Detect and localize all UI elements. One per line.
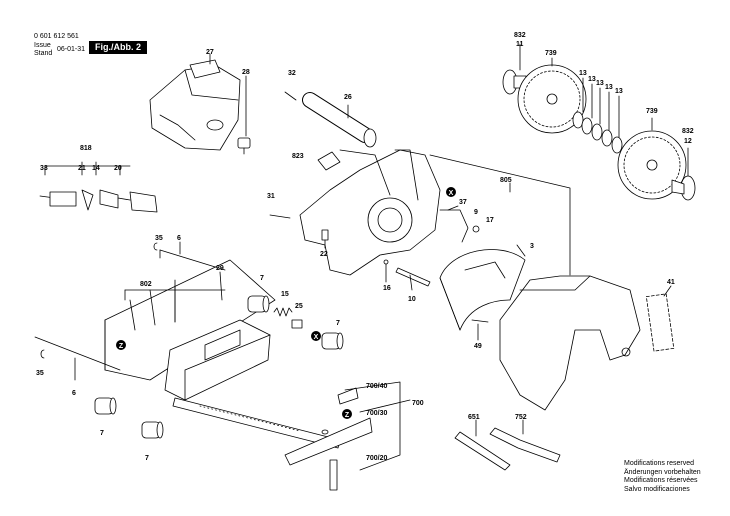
part-7-rollers	[94, 295, 344, 439]
part-12-flange-nut	[671, 175, 696, 201]
callout-739-top: 739	[545, 50, 557, 57]
callout-21: 21	[78, 165, 86, 172]
svg-text:Z: Z	[345, 412, 350, 419]
part-6-rod-upper	[159, 249, 226, 271]
callout-13-a: 13	[579, 70, 587, 77]
callout-7-a: 7	[260, 275, 264, 282]
callout-12: 12	[684, 138, 692, 145]
part-9-lever	[439, 209, 469, 243]
part-3-blade-guard	[439, 249, 526, 331]
part-651-hex-key	[454, 431, 511, 471]
part-26-armature	[302, 92, 377, 148]
part-739-diamond-blade	[517, 64, 587, 134]
callout-700-40: 700/40	[366, 383, 388, 390]
callout-37: 37	[459, 199, 467, 206]
callout-25: 25	[295, 303, 303, 310]
part-6-rod-lower	[34, 336, 121, 371]
part-49-screw	[471, 319, 489, 323]
callout-28: 28	[242, 69, 250, 76]
callout-7-d: 7	[145, 455, 149, 462]
note-en: Modifications reserved	[624, 460, 695, 467]
callout-labels: 27 28 32 26 818 33 21 14 20 823 31 22 83…	[36, 32, 694, 462]
callout-32: 32	[288, 70, 296, 77]
callout-16: 16	[383, 285, 391, 292]
callout-13-e: 13	[615, 88, 623, 95]
part-27-motor-cover	[149, 59, 241, 151]
callout-651: 651	[468, 414, 480, 421]
callout-7-b: 7	[336, 320, 340, 327]
part-739-diamond-blade-lower	[617, 130, 687, 200]
callout-805: 805	[500, 177, 512, 184]
callout-752: 752	[515, 414, 527, 421]
note-fr: Modifications réservées	[624, 477, 698, 484]
part-13-spacer-rings	[572, 111, 623, 154]
modification-notes: Modifications reserved Änderungen vorbeh…	[624, 460, 701, 494]
callout-739-lower: 739	[646, 108, 658, 115]
callout-26: 26	[344, 94, 352, 101]
callout-35-lower: 35	[36, 370, 44, 377]
part-35-clip	[153, 242, 158, 251]
callout-832-top: 832	[514, 32, 526, 39]
callout-15: 15	[281, 291, 289, 298]
callout-22: 22	[320, 251, 328, 258]
part-gear-housing	[299, 149, 441, 276]
part-823-switch	[317, 151, 341, 171]
callout-17: 17	[486, 217, 494, 224]
issue-label: Issue	[34, 42, 51, 49]
callout-823: 823	[292, 153, 304, 160]
marker-symbols: X X Z Z	[116, 187, 456, 419]
part-31-screw	[269, 214, 291, 219]
part-818-brush-group	[39, 161, 158, 213]
callout-11: 11	[516, 41, 524, 48]
callout-802: 802	[140, 281, 152, 288]
part-41-label	[645, 293, 675, 352]
part-large-guard-cover	[499, 275, 641, 411]
callout-832-lower: 832	[682, 128, 694, 135]
issue-date: 06-01-31	[57, 46, 86, 53]
part-700-parallel-fence	[172, 387, 373, 491]
part-29-guide	[164, 319, 271, 401]
note-de: Änderungen vorbehalten	[624, 468, 701, 476]
callout-13-d: 13	[605, 84, 613, 91]
callout-10: 10	[408, 296, 416, 303]
part-10-riving-knife	[395, 267, 431, 287]
part-number: 0 601 612 561	[34, 33, 79, 40]
svg-text:X: X	[449, 190, 454, 197]
callout-9: 9	[474, 209, 478, 216]
callout-700-20: 700/20	[366, 455, 388, 462]
callout-818: 818	[80, 145, 92, 152]
callout-700: 700	[412, 400, 424, 407]
callout-6-top: 6	[177, 235, 181, 242]
part-35-clip-lower	[40, 349, 45, 359]
callout-13-c: 13	[596, 80, 604, 87]
callout-6-lower: 6	[72, 390, 76, 397]
callout-49: 49	[474, 343, 482, 350]
callout-14: 14	[92, 165, 100, 172]
callout-7-c: 7	[100, 430, 104, 437]
callout-33: 33	[40, 165, 48, 172]
part-752-spanner	[489, 427, 561, 463]
callout-700-30: 700/30	[366, 410, 388, 417]
callout-41: 41	[667, 279, 675, 286]
callout-13-b: 13	[588, 76, 596, 83]
svg-text:Z: Z	[119, 343, 124, 350]
part-25-pin	[291, 319, 303, 329]
callout-29: 29	[216, 265, 224, 272]
callout-20: 20	[114, 165, 122, 172]
callout-35-top: 35	[155, 235, 163, 242]
part-28-screw	[237, 137, 251, 155]
part-15-spring	[273, 307, 293, 317]
stand-label: Stand	[34, 50, 53, 57]
note-es: Salvo modificaciones	[624, 485, 690, 493]
part-17-nut	[472, 225, 480, 233]
figure-label: Fig./Abb. 2	[89, 41, 147, 54]
part-32-screw	[284, 91, 297, 101]
callout-27: 27	[206, 49, 214, 56]
callout-31: 31	[267, 193, 275, 200]
callout-3: 3	[530, 243, 534, 250]
svg-text:X: X	[314, 334, 319, 341]
